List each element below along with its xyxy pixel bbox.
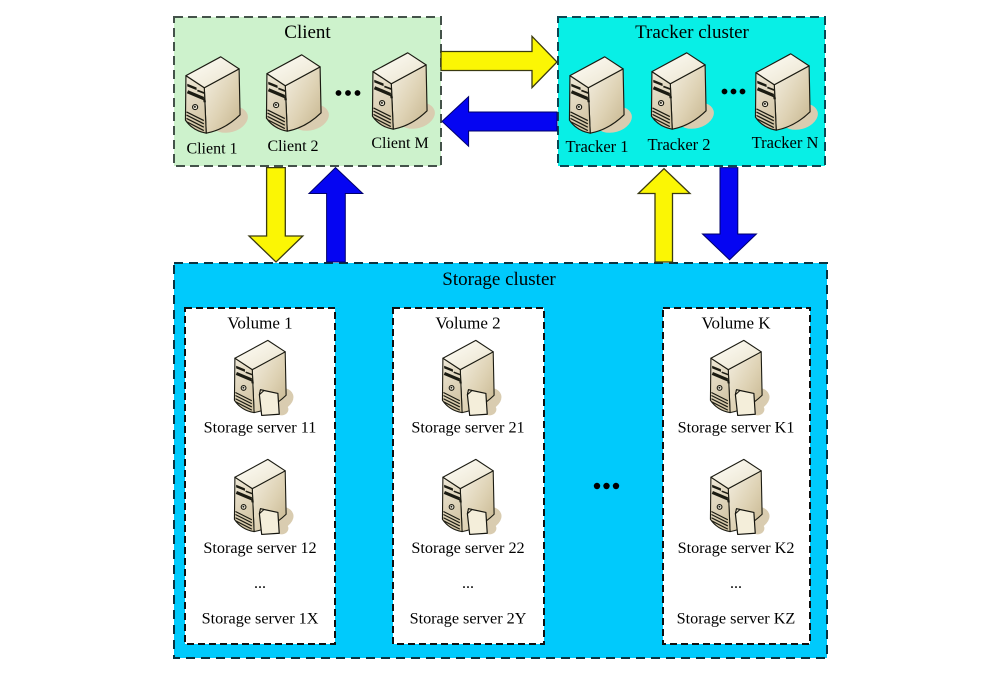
svg-text:Storage server 2Y: Storage server 2Y [410, 610, 527, 628]
svg-text:Storage cluster: Storage cluster [442, 269, 556, 290]
svg-text:Client: Client [284, 22, 331, 43]
svg-text:Storage server 1X: Storage server 1X [202, 610, 319, 628]
svg-text:Tracker 2: Tracker 2 [647, 135, 710, 154]
svg-text:...: ... [254, 575, 266, 592]
svg-text:Storage server KZ: Storage server KZ [677, 610, 796, 628]
svg-text:Storage server 12: Storage server 12 [203, 539, 316, 557]
svg-text:Client 2: Client 2 [267, 138, 318, 155]
svg-text:Tracker N: Tracker N [752, 133, 819, 152]
svg-text:Storage server K2: Storage server K2 [678, 539, 795, 557]
svg-text:Volume 1: Volume 1 [227, 314, 292, 333]
svg-text:Volume K: Volume K [701, 314, 771, 333]
svg-text:Tracker cluster: Tracker cluster [635, 22, 749, 43]
svg-text:Storage server K1: Storage server K1 [678, 419, 795, 437]
svg-text:Storage server 21: Storage server 21 [411, 419, 524, 437]
svg-text:Client M: Client M [371, 135, 428, 152]
svg-text:Storage server 11: Storage server 11 [204, 419, 317, 437]
svg-text:...: ... [730, 575, 742, 592]
svg-text:Client 1: Client 1 [186, 141, 237, 158]
svg-text:Volume 2: Volume 2 [435, 314, 500, 333]
svg-text:...: ... [462, 575, 474, 592]
svg-text:Tracker 1: Tracker 1 [565, 137, 628, 156]
svg-text:Storage server 22: Storage server 22 [411, 539, 524, 557]
